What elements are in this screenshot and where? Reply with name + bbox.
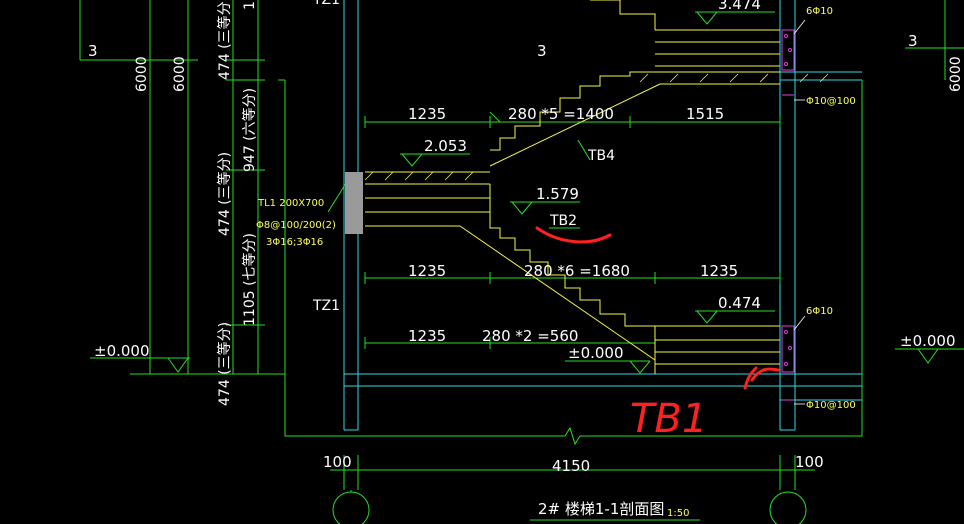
axis-label-mid: 3 xyxy=(537,42,547,60)
dim-left-947: 947 (六等分) xyxy=(241,88,258,172)
label-beam-stirrup: Φ8@100/200(2) xyxy=(256,220,336,231)
dim-row1-c: 1515 xyxy=(686,105,724,123)
dim-left-474-mid: 474 (三等分) xyxy=(216,152,233,236)
drawing-title: 2# 楼梯1-1剖面图 xyxy=(538,500,664,518)
rebar-label-top: 6Φ10 xyxy=(806,6,833,17)
handwritten-markup xyxy=(535,226,780,390)
drawing-scale: 1:50 xyxy=(667,508,689,519)
dim-left-6000-a: 6000 xyxy=(134,56,150,92)
dim-row3-a: 1235 xyxy=(408,327,446,345)
label-tz1: TZ1 xyxy=(312,298,340,314)
dim-left-1105: 1105 (七等分) xyxy=(241,233,258,326)
label-beam-rebar: 3Φ16;3Φ16 xyxy=(266,237,323,248)
dim-row2-a: 1235 xyxy=(408,262,446,280)
dim-row1-b: 280 *5 =1400 xyxy=(508,105,614,123)
dim-row1-a: 1235 xyxy=(408,105,446,123)
dim-left-474-bottom: 474 (三等分) xyxy=(216,322,233,406)
stair-geometry xyxy=(365,0,780,374)
axis-label-left: 3 xyxy=(88,42,98,60)
handwritten-tb1: TB1 xyxy=(630,396,707,442)
level-ground-right: ±0.000 xyxy=(900,332,956,350)
dim-row3-b: 280 *2 =560 xyxy=(482,327,578,345)
dimension-lines xyxy=(79,0,964,524)
beam-tl1-block xyxy=(345,172,363,234)
rebar-label-bottom: Φ10@100 xyxy=(806,400,856,411)
rebar-label-low: 6Φ10 xyxy=(806,306,833,317)
hatch-slabs xyxy=(364,73,829,181)
rebar-details xyxy=(781,29,795,401)
dim-row2-c: 1235 xyxy=(700,262,738,280)
dim-bottom-left: 100 xyxy=(323,453,352,471)
label-beam-tl1: TL1 200X700 xyxy=(257,198,324,209)
label-tb4: TB4 xyxy=(587,148,615,164)
axis-label-right: 3 xyxy=(908,32,918,50)
level-ground-left: ±0.000 xyxy=(94,342,150,360)
level-top: 3.474 xyxy=(718,0,761,13)
dim-bottom-mid: 4150 xyxy=(552,457,590,475)
level-mid-upper: 2.053 xyxy=(424,137,467,155)
dim-top-partial: 11 xyxy=(242,0,258,10)
dim-left-6000-b: 6000 xyxy=(172,56,188,92)
level-mid-lower: 1.579 xyxy=(536,185,579,203)
dim-right-6000: 6000 xyxy=(948,56,964,92)
dim-row2-b: 280 *6 =1680 xyxy=(524,262,630,280)
level-lower: 0.474 xyxy=(718,294,761,312)
level-ground-inner: ±0.000 xyxy=(568,344,624,362)
label-tb2: TB2 xyxy=(549,213,577,229)
dim-bottom-right: 100 xyxy=(795,453,824,471)
rebar-leaders xyxy=(793,19,806,405)
dim-left-474-top: 474 (三等分) xyxy=(216,0,233,80)
label-tz1-top: TZ1 xyxy=(312,0,340,8)
rebar-label-mid: Φ10@100 xyxy=(806,96,856,107)
